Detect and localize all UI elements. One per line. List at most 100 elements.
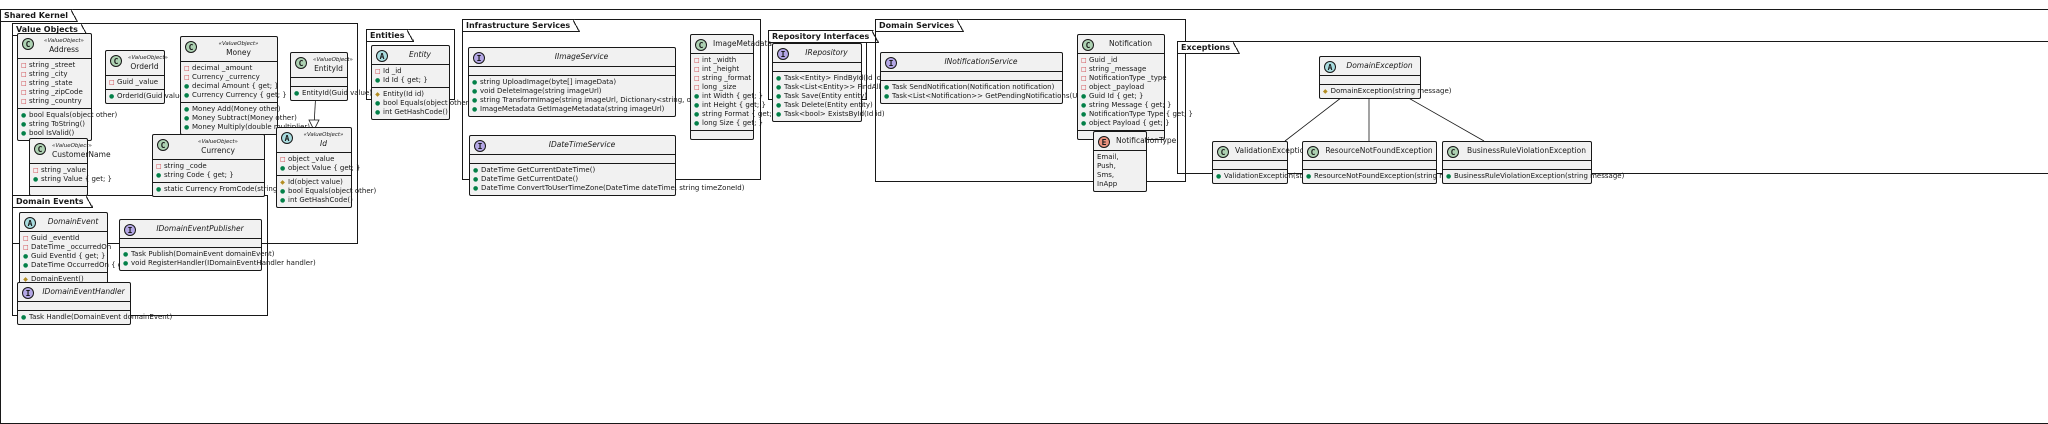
member-text: Task<List<Entity>> FindAll(): [784, 83, 886, 91]
method-row: ●Task SendNotification(Notification noti…: [884, 83, 1059, 92]
package-label: Repository Interfaces: [768, 30, 879, 43]
member-text: ImageMetadata GetImageMetadata(string im…: [480, 105, 665, 113]
member-text: Money Subtract(Money other): [192, 114, 297, 122]
package-domain-events: Domain Events: [12, 195, 268, 316]
field-row: ●string Format { get; }: [694, 110, 778, 119]
methods-section: ●BusinessRuleViolationException(string m…: [1443, 169, 1624, 183]
class-customername[interactable]: C«ValueObject»CustomerName□string _value…: [29, 138, 112, 196]
private-visibility-icon: □: [21, 80, 27, 87]
field-row: InApp: [1097, 180, 1143, 189]
private-visibility-icon: □: [694, 57, 700, 64]
member-text: Guid _id: [1089, 56, 1118, 64]
method-row: ●Money Add(Money other): [184, 105, 281, 114]
public-visibility-icon: ●: [123, 251, 129, 258]
member-text: object Payload { get; }: [1089, 119, 1170, 127]
package-domain-services: Domain Services: [875, 19, 1186, 182]
class-name: IDomainEventPublisher: [156, 224, 244, 233]
member-text: DateTime GetCurrentDate(): [481, 175, 579, 183]
member-text: BusinessRuleViolationException(string me…: [1454, 172, 1625, 180]
private-visibility-icon: □: [21, 89, 27, 96]
interface-badge-icon: I: [473, 52, 485, 64]
member-text: Guid EventId { get; }: [31, 252, 106, 260]
class-name: IDateTimeService: [548, 140, 616, 149]
public-visibility-icon: ●: [375, 109, 381, 116]
member-text: string ToString(): [29, 120, 86, 128]
method-row: ●Task Save(Entity entity): [776, 92, 867, 101]
public-visibility-icon: ●: [473, 185, 479, 192]
method-row: ●bool Equals(object other): [280, 187, 376, 196]
class-idatetimeservice[interactable]: I IDateTimeService ●DateTime GetCurrentDat…: [469, 135, 744, 196]
method-row: ●ImageMetadata GetImageMetadata(string i…: [472, 105, 672, 114]
member-text: Id _id: [383, 67, 402, 75]
field-row: Email,: [1097, 153, 1143, 162]
field-row: ●NotificationType Type { get; }: [1081, 110, 1193, 119]
private-visibility-icon: □: [280, 156, 286, 163]
field-row: ●Id Id { get; }: [375, 76, 446, 85]
member-text: string _street: [29, 61, 76, 69]
class-id[interactable]: A«ValueObject»Id□object _value●object Va…: [276, 127, 376, 208]
methods-section: ●Task<Entity> FindById(Id id)●Task<List<…: [773, 71, 886, 121]
private-visibility-icon: □: [23, 235, 29, 242]
class-entityid[interactable]: C«ValueObject»EntityId●EntityId(Guid val…: [290, 52, 372, 101]
interface-badge-icon: I: [474, 140, 486, 152]
class-name: IRepository: [805, 48, 848, 57]
public-visibility-icon: ●: [23, 262, 29, 269]
member-text: Task Delete(Entity entity): [784, 101, 873, 109]
method-row: ●DateTime ConvertToUserTimeZone(DateTime…: [473, 184, 744, 193]
field-row: ●Currency Currency { get; }: [184, 91, 287, 100]
methods-section: ●static Currency FromCode(string code): [153, 182, 299, 196]
field-row: ●Guid EventId { get; }: [23, 252, 106, 261]
field-row: ●decimal Amount { get; }: [184, 82, 279, 91]
field-row: □NotificationType _type: [1081, 74, 1167, 83]
field-row: □string _country: [21, 97, 88, 106]
member-text: Task SendNotification(Notification notif…: [892, 83, 1055, 91]
member-text: int Width { get; }: [702, 92, 764, 100]
field-row: □decimal _amount: [184, 64, 274, 73]
private-visibility-icon: □: [694, 84, 700, 91]
public-visibility-icon: ●: [184, 115, 190, 122]
member-text: string _value: [41, 166, 86, 174]
private-visibility-icon: □: [1081, 84, 1087, 91]
public-visibility-icon: ●: [472, 79, 478, 86]
class-orderid[interactable]: C«ValueObject»OrderId□Guid _value●OrderI…: [105, 50, 186, 104]
member-text: Money Multiply(double multiplier): [192, 123, 311, 131]
class-address[interactable]: C«ValueObject»Address□string _street□str…: [17, 33, 117, 141]
field-row: □string _street: [21, 61, 88, 70]
public-visibility-icon: ●: [184, 106, 190, 113]
class-name: EntityId: [314, 64, 343, 73]
private-visibility-icon: □: [156, 163, 162, 170]
class-name: DomainException: [1346, 61, 1413, 70]
member-text: long Size { get; }: [702, 119, 764, 127]
public-visibility-icon: ●: [280, 165, 286, 172]
fields-section: [120, 238, 261, 247]
class-money[interactable]: C«ValueObject»Money□decimal _amount□Curr…: [180, 36, 310, 135]
class-name: Currency: [201, 146, 235, 155]
class-currency[interactable]: C«ValueObject»Currency□string _code●stri…: [152, 134, 299, 197]
public-visibility-icon: ●: [156, 186, 162, 193]
member-text: decimal Amount { get; }: [192, 82, 279, 90]
member-text: bool Equals(object other): [383, 99, 472, 107]
class-name: BusinessRuleViolationException: [1467, 146, 1586, 155]
class-header: C«ValueObject»OrderId: [106, 51, 168, 75]
field-row: ●Guid Id { get; }: [1081, 92, 1161, 101]
public-visibility-icon: ●: [294, 90, 300, 97]
package-exceptions: Exceptions: [1177, 41, 2048, 174]
stereotype-label: «ValueObject»: [128, 55, 168, 61]
